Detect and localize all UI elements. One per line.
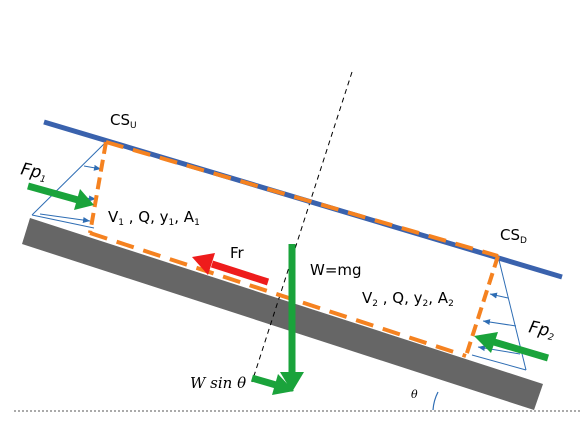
angle-label: θ bbox=[411, 388, 418, 401]
fp1-label: Fp1 bbox=[19, 159, 49, 185]
control-surface-upstream bbox=[88, 141, 108, 234]
weight-component-arrow bbox=[251, 374, 294, 395]
friction-arrow bbox=[192, 253, 270, 286]
fp2-label: Fp2 bbox=[527, 317, 557, 343]
state1-label: V1 , Q, y1, A1 bbox=[108, 208, 200, 228]
weight-component-label: W sin θ bbox=[190, 374, 246, 392]
fp2-arrow bbox=[474, 332, 549, 362]
friction-label: Fr bbox=[230, 244, 245, 262]
cs-downstream-label: CSD bbox=[500, 226, 527, 246]
cs-upstream-label: CSU bbox=[110, 111, 137, 131]
channel-bed bbox=[22, 218, 543, 410]
weight-label: W=mg bbox=[310, 261, 362, 279]
weight-arrow bbox=[280, 244, 304, 392]
angle-arc bbox=[432, 391, 439, 411]
normal-dashed-line bbox=[251, 71, 353, 383]
control-volume bbox=[89, 140, 499, 358]
state2-label: V2 , Q, y2, A2 bbox=[362, 289, 454, 309]
fp1-arrow bbox=[27, 182, 94, 210]
